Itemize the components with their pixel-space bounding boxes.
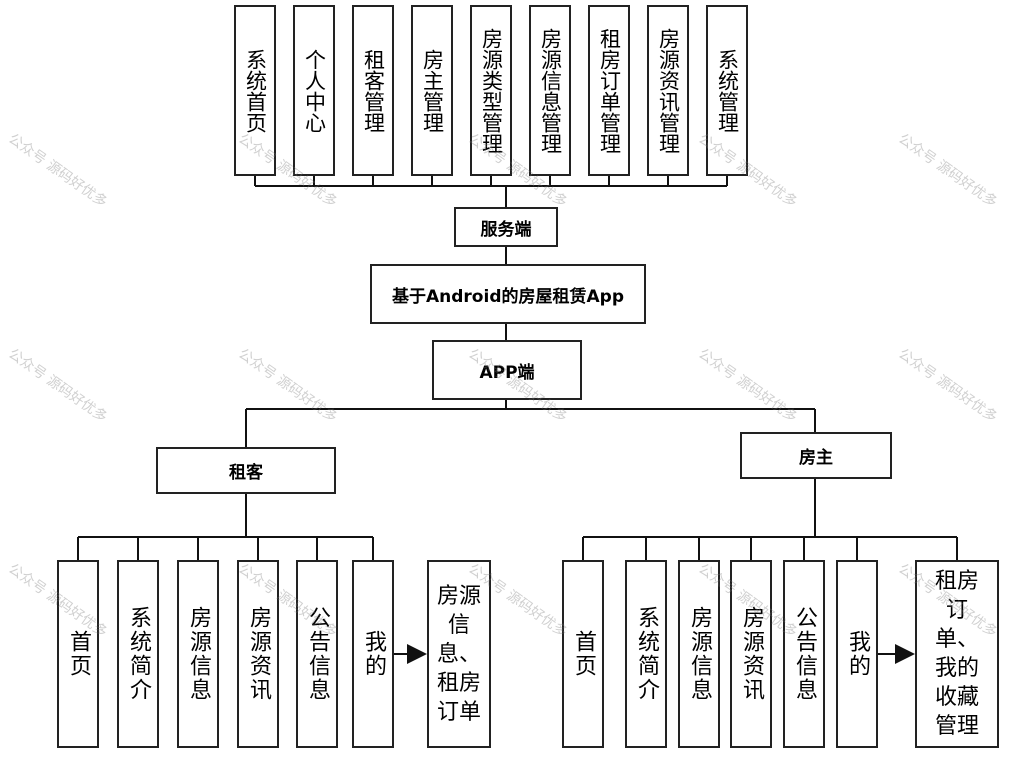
tenant-module-label: 首页 [66,630,91,678]
tenant-extra-label: 房源信息、租房订单 [436,583,481,725]
server-module-box-1: 个人中心 [293,5,335,176]
tenant-extra-box: 房源信息、租房订单 [427,560,491,748]
app-label: APP端 [479,362,535,383]
landlord-module-label: 公告信息 [792,606,817,702]
server-node: 服务端 [454,207,558,247]
server-module-label: 房主管理 [420,48,445,133]
root-title: 基于Android的房屋租赁App [392,286,624,307]
server-module-label: 系统管理 [715,48,740,133]
tenant-module-label: 房源信息 [186,606,211,702]
server-module-label: 房源类型管理 [479,27,504,154]
tenant-module-box-4: 公告信息 [296,560,338,748]
server-module-label: 租房订单管理 [597,27,622,154]
tenant-module-label: 房源资讯 [246,606,271,702]
server-module-box-3: 房主管理 [411,5,453,176]
landlord-module-label: 系统简介 [634,606,659,702]
landlord-module-label: 首页 [571,630,596,678]
tenant-node: 租客 [156,447,336,494]
server-module-label: 个人中心 [302,48,327,133]
app-node: APP端 [432,340,582,400]
tenant-module-label: 公告信息 [305,606,330,702]
landlord-extra-box: 租房订单、我的收藏管理 [915,560,999,748]
server-module-label: 房源信息管理 [538,27,563,154]
landlord-extra-label: 租房订单、我的收藏管理 [934,569,979,739]
tenant-module-box-5: 我的 [352,560,394,748]
landlord-module-box-4: 公告信息 [783,560,825,748]
landlord-module-box-1: 系统简介 [625,560,667,748]
tenant-label: 租客 [229,463,263,483]
landlord-module-box-3: 房源资讯 [730,560,772,748]
tenant-module-box-1: 系统简介 [117,560,159,748]
server-module-label: 租客管理 [361,48,386,133]
tenant-module-label: 系统简介 [126,606,151,702]
server-module-box-8: 系统管理 [706,5,748,176]
server-module-label: 系统首页 [243,48,268,133]
tenant-module-label: 我的 [361,630,386,678]
landlord-module-box-5: 我的 [836,560,878,748]
server-label: 服务端 [480,219,532,240]
server-module-box-0: 系统首页 [234,5,276,176]
server-module-box-6: 租房订单管理 [588,5,630,176]
tenant-module-box-3: 房源资讯 [237,560,279,748]
landlord-module-label: 房源资讯 [739,606,764,702]
landlord-node: 房主 [740,432,892,479]
landlord-module-label: 我的 [845,630,870,678]
server-module-label: 房源资讯管理 [656,27,681,154]
root-node: 基于Android的房屋租赁App [370,264,646,324]
landlord-module-box-2: 房源信息 [678,560,720,748]
tenant-module-box-0: 首页 [57,560,99,748]
server-module-box-5: 房源信息管理 [529,5,571,176]
landlord-module-box-0: 首页 [562,560,604,748]
server-module-box-7: 房源资讯管理 [647,5,689,176]
server-module-box-4: 房源类型管理 [470,5,512,176]
landlord-label: 房主 [799,448,833,468]
landlord-module-label: 房源信息 [687,606,712,702]
tenant-module-box-2: 房源信息 [177,560,219,748]
server-module-box-2: 租客管理 [352,5,394,176]
